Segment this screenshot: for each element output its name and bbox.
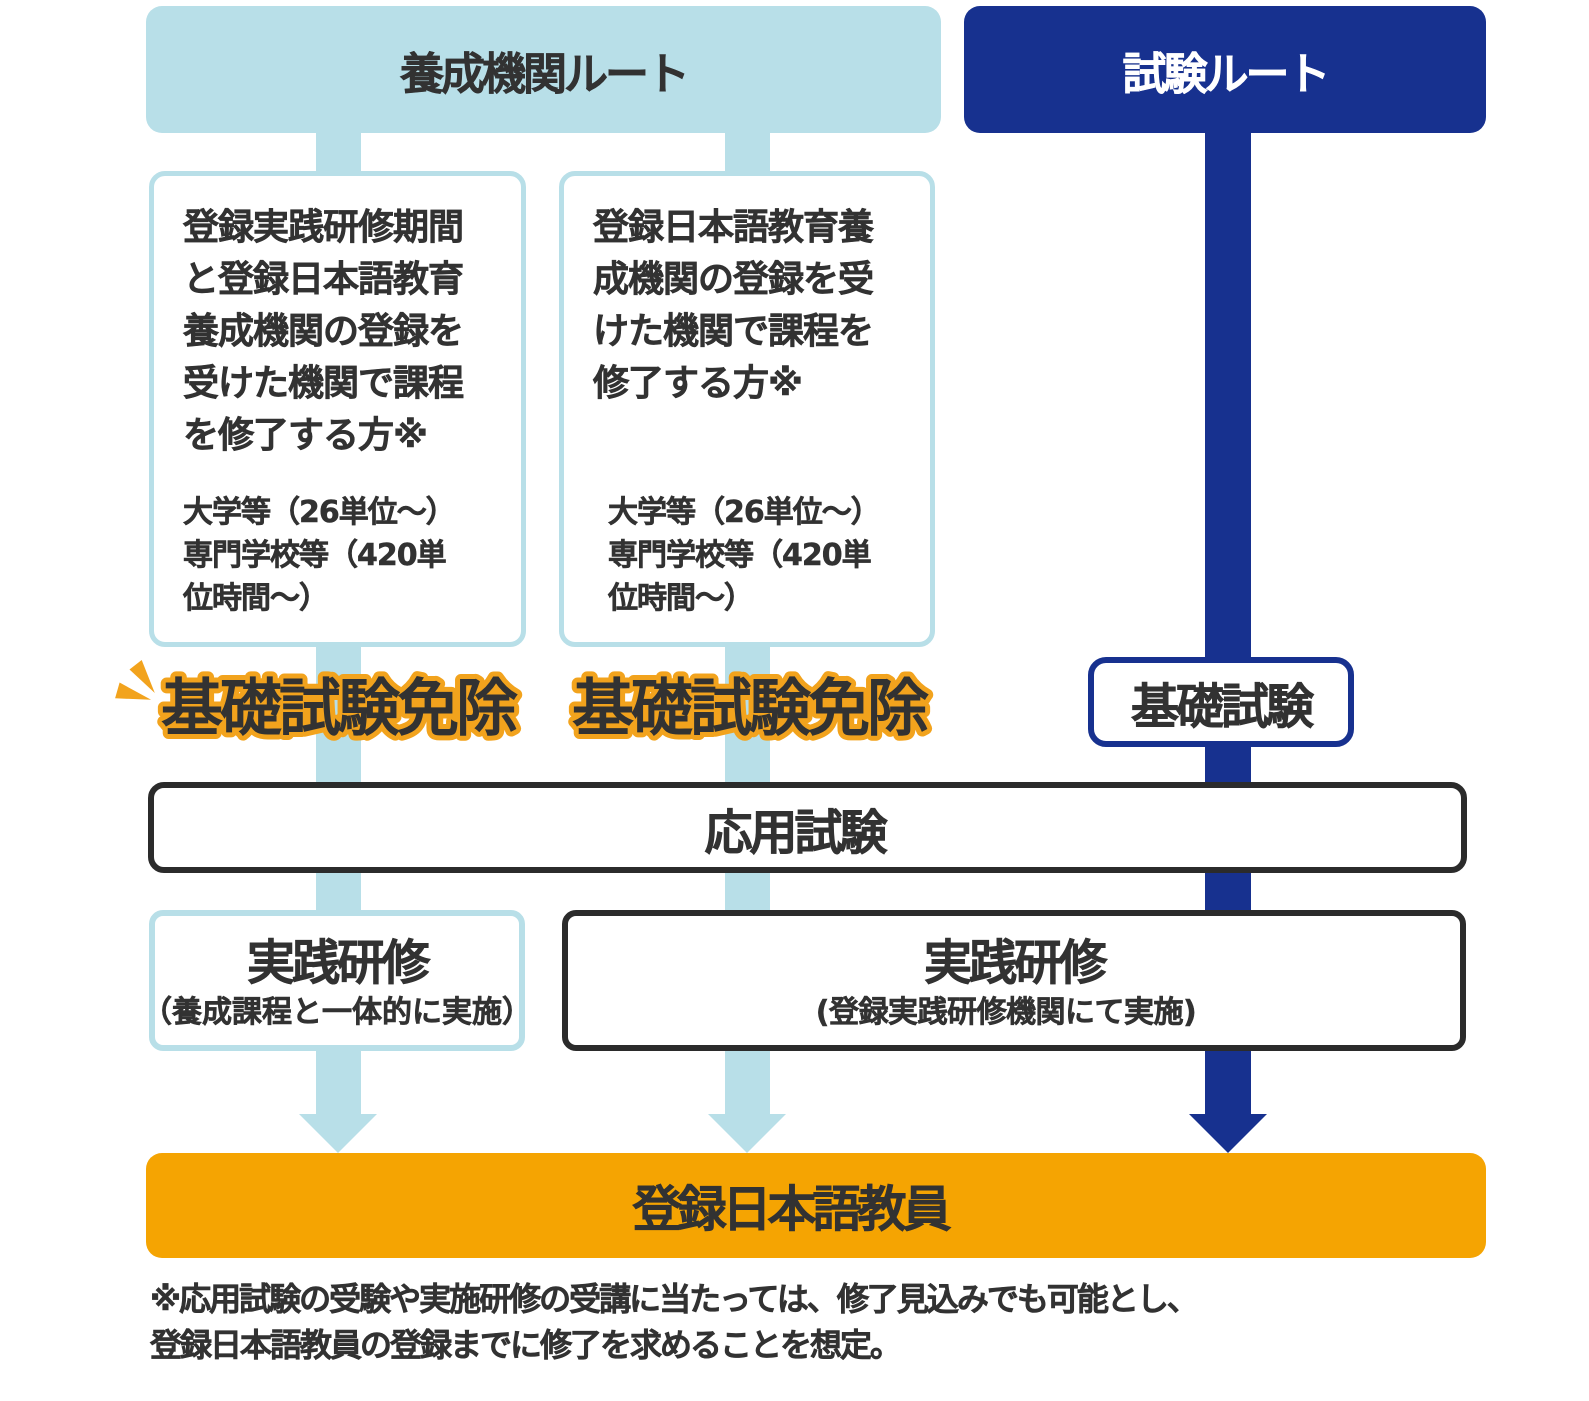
exam-route-header: 試験ルート [964, 6, 1486, 133]
spark-icon [115, 682, 152, 700]
requirement-box-1: 登録実践研修期間 と登録日本語教育 養成機関の登録を 受けた機関で課程 を修了す… [149, 171, 526, 647]
requirement-box-2: 登録日本語教育養 成機関の登録を受 けた機関で課程を 修了する方※ 大学等（26… [559, 171, 935, 647]
applied-exam-label: 応用試験 [704, 804, 888, 861]
practice-left-title: 実践研修 [246, 935, 431, 991]
arrowhead-training-2-icon [708, 1114, 786, 1153]
exemption-overlay: 基礎試験免除 基礎試験免除 [115, 660, 937, 750]
exemption-label-2: 基礎試験免除 [572, 672, 929, 745]
basic-exam-label: 基礎試験 [1130, 679, 1315, 736]
result-bar: 登録日本語教員 [146, 1153, 1486, 1258]
arrowhead-training-1-icon [299, 1114, 377, 1153]
requirement-box-1-main-text: 登録実践研修期間 と登録日本語教育 養成機関の登録を 受けた機関で課程 を修了す… [183, 207, 465, 457]
practice-right-title: 実践研修 [923, 935, 1108, 991]
training-route-header: 養成機関ルート [146, 6, 941, 133]
requirement-box-1-sub-text: 大学等（26単位〜） 専門学校等（420単 位時間〜） [183, 495, 456, 617]
training-route-header-label: 養成機関ルート [400, 48, 691, 100]
practice-right-note: (登録実践研修機関にて実施) [815, 995, 1197, 1031]
exam-route-header-label: 試験ルート [1122, 48, 1331, 100]
result-label: 登録日本語教員 [632, 1181, 952, 1239]
practice-left-note: （養成課程と一体的に実施） [142, 995, 533, 1031]
applied-exam-box: 応用試験 [148, 782, 1467, 873]
practice-training-box-right: 実践研修 (登録実践研修機関にて実施) [562, 910, 1466, 1051]
exemption-label-1: 基礎試験免除 [161, 672, 518, 745]
basic-exam-box: 基礎試験 [1088, 657, 1354, 747]
requirement-box-2-sub-text: 大学等（26単位〜） 専門学校等（420単 位時間〜） [608, 495, 881, 617]
requirement-box-2-main-text: 登録日本語教育養 成機関の登録を受 けた機関で課程を 修了する方※ [593, 207, 875, 405]
spark-icon [129, 660, 155, 693]
footnote-text: ※応用試験の受験や実施研修の受講に当たっては、修了見込みでも可能とし、 登録日本… [150, 1280, 1199, 1365]
practice-training-box-left: 実践研修 （養成課程と一体的に実施） [142, 910, 532, 1051]
arrowhead-exam-icon [1189, 1114, 1267, 1153]
